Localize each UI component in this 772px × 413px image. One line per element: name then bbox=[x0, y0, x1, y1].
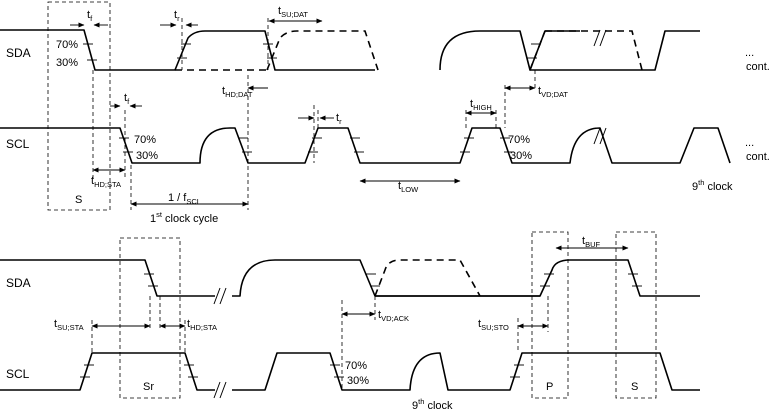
scl-label-top: SCL bbox=[6, 137, 30, 151]
tsu-sto-label: tSU;STO bbox=[478, 318, 509, 332]
scl-waveform-top bbox=[0, 127, 731, 164]
ninth-clock-label-top: 9th clock bbox=[692, 178, 733, 193]
tbuf-label: tBUF bbox=[582, 235, 600, 249]
tr-label-scl: tr bbox=[336, 112, 342, 126]
sda-waveform-bottom bbox=[0, 259, 700, 297]
scl-70pct-label: 70% bbox=[134, 134, 156, 146]
scl-continuation-text: cont. bbox=[746, 151, 770, 163]
thd-dat-label: tHD;DAT bbox=[222, 85, 253, 99]
fscl-label: 1 / fSCL bbox=[168, 192, 201, 206]
tlow-label: tLOW bbox=[398, 180, 419, 194]
repeated-start-box bbox=[119, 237, 181, 399]
start-condition-box bbox=[47, 1, 111, 211]
sda-label-top: SDA bbox=[6, 46, 31, 60]
scl-continuation-dots: ... bbox=[745, 137, 754, 149]
tf-label-scl: tf bbox=[124, 92, 130, 106]
tvd-ack-label: tVD;ACK bbox=[378, 309, 409, 323]
ninth-clock-label-bottom: 9th clock bbox=[412, 397, 453, 412]
scl-70pct-label-right: 70% bbox=[508, 134, 530, 146]
scl-30pct-label: 30% bbox=[136, 150, 158, 162]
sda-continuation-dots: ... bbox=[745, 47, 754, 59]
sda-continuation-text: cont. bbox=[746, 61, 770, 73]
repeated-start-label: Sr bbox=[143, 381, 154, 393]
timing-guides-bottom bbox=[91, 296, 549, 390]
timing-arrows-bottom bbox=[91, 245, 629, 329]
scl-break-mark bbox=[593, 127, 601, 145]
scl-level-ticks-bottom bbox=[80, 364, 524, 378]
sda-30pct-label: 30% bbox=[56, 57, 78, 69]
scl-30pct-label-right: 30% bbox=[510, 150, 532, 162]
stop-condition-label: P bbox=[546, 381, 553, 393]
thd-sta-label-bottom: tHD;STA bbox=[187, 318, 217, 332]
bottom-diagram: SDA SCL tSU;STA tHD;STA tVD;ACK tSU;STO … bbox=[0, 231, 700, 412]
sda-level-ticks-top bbox=[83, 43, 541, 61]
first-clock-cycle-label: 1st clock cycle bbox=[150, 210, 218, 225]
timing-arrows-top bbox=[70, 18, 536, 207]
sda-break-mark-bottom bbox=[213, 287, 221, 305]
thd-sta-label-top: tHD;STA bbox=[91, 175, 121, 189]
scl-label-bottom: SCL bbox=[6, 367, 30, 381]
sda-waveform-top bbox=[0, 29, 700, 71]
sda-70pct-label: 70% bbox=[56, 39, 78, 51]
scl-70pct-label-bottom: 70% bbox=[345, 360, 367, 372]
thigh-label: tHIGH bbox=[470, 98, 492, 112]
sda-break-mark bbox=[593, 29, 601, 47]
scl-level-ticks-top bbox=[119, 137, 514, 153]
top-diagram: SDA SCL 70% 30% 70% 30% 70% 30% tf tr tS… bbox=[0, 1, 770, 225]
tsu-dat-label: tSU;DAT bbox=[278, 5, 308, 19]
sda-level-ticks-bottom bbox=[144, 273, 642, 287]
start-condition-label-bottom: S bbox=[631, 381, 638, 393]
start-condition-label: S bbox=[75, 194, 82, 206]
stop-condition-box bbox=[531, 231, 569, 399]
scl-30pct-label-bottom: 30% bbox=[347, 375, 369, 387]
tr-label-sda: tr bbox=[174, 9, 180, 23]
tvd-dat-label: tVD;DAT bbox=[538, 85, 568, 99]
tf-label-sda: tf bbox=[87, 9, 93, 23]
sda-label-bottom: SDA bbox=[6, 276, 31, 290]
tsu-sta-label: tSU;STA bbox=[54, 318, 84, 332]
start-condition-box-bottom bbox=[615, 231, 657, 399]
timing-guides-top bbox=[92, 18, 536, 210]
scl-break-mark-bottom bbox=[213, 381, 221, 399]
scl-waveform-bottom bbox=[0, 352, 700, 391]
